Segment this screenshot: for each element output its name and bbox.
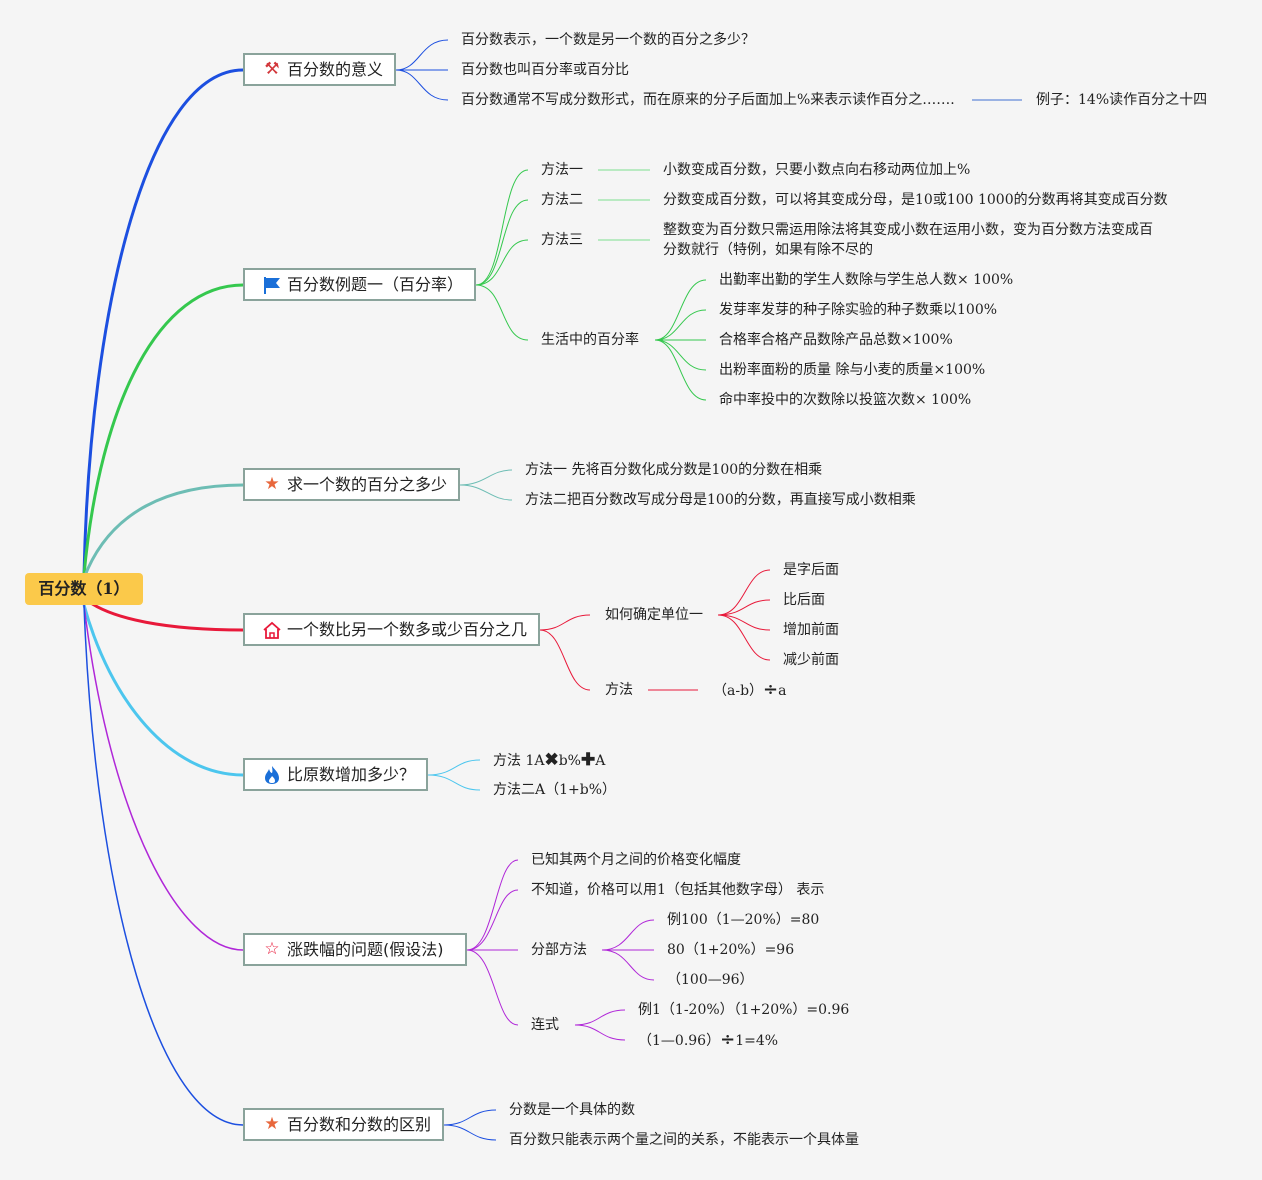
part-item: 80（1+20%）=96 bbox=[667, 942, 795, 958]
star-icon: ★ bbox=[264, 474, 280, 494]
find-percent-item: 方法一 先将百分数化成分数是100的分数在相乘 bbox=[525, 462, 823, 478]
unit-item: 增加前面 bbox=[783, 622, 839, 638]
link-root-t3 bbox=[83, 596, 244, 632]
topic-fluctuation[interactable]: ☆ 涨跌幅的问题(假设法) bbox=[243, 933, 467, 966]
chain-label: 连式 bbox=[531, 1017, 559, 1033]
unit-item: 比后面 bbox=[783, 592, 825, 608]
part-item: （100—96） bbox=[667, 972, 754, 988]
flag-icon bbox=[261, 270, 283, 299]
topic-label: 涨跌幅的问题(假设法) bbox=[287, 940, 444, 959]
divide-icon: ÷ bbox=[763, 679, 779, 700]
link-root-t5 bbox=[83, 604, 244, 951]
link-root-t0 bbox=[82, 68, 244, 576]
unit-item: 是字后面 bbox=[783, 562, 839, 578]
multiply-icon: ✖ bbox=[544, 750, 559, 770]
fluctuation-item: 已知其两个月之间的价格变化幅度 bbox=[531, 852, 741, 868]
tools-icon: ⚒ bbox=[264, 59, 280, 79]
life-item: 合格率合格产品数除产品总数×100% bbox=[719, 332, 953, 348]
star-icon: ★ bbox=[264, 1114, 280, 1134]
method-text: 整数变为百分数只需运用除法将其变成小数在运用小数，变为百分数方法变成百分数就行（… bbox=[663, 222, 1153, 258]
fire-icon bbox=[261, 760, 283, 789]
topic-label: 百分数和分数的区别 bbox=[287, 1115, 432, 1134]
link-root-t1 bbox=[82, 283, 244, 576]
plus-icon: ✚ bbox=[580, 750, 596, 770]
link-root-t2 bbox=[82, 483, 244, 579]
method-text: 分数变成百分数，可以将其变成分母，是10或100 1000的分数再将其变成百分数 bbox=[663, 192, 1168, 208]
meaning-example: 例子：14%读作百分之十四 bbox=[1036, 92, 1208, 108]
method-label: 方法二 bbox=[541, 192, 583, 208]
life-item: 发芽率发芽的种子除实验的种子数乘以100% bbox=[719, 302, 998, 318]
root-node[interactable]: 百分数（1） bbox=[25, 573, 143, 605]
increase-method-2: 方法二A（1+b%） bbox=[493, 782, 617, 798]
method-formula: （a-b）÷a bbox=[713, 679, 787, 700]
topic-label: 百分数的意义 bbox=[287, 60, 384, 79]
find-percent-item: 方法二把百分数改写成分母是100的分数，再直接写成小数相乘 bbox=[525, 492, 916, 508]
chain-item: （1—0.96）÷1=4% bbox=[638, 1029, 779, 1050]
meaning-item: 百分数表示，一个数是另一个数的百分之多少？ bbox=[461, 32, 755, 48]
life-item: 命中率投中的次数除以投篮次数× 100% bbox=[719, 392, 972, 408]
meaning-item: 百分数也叫百分率或百分比 bbox=[461, 62, 629, 78]
difference-item: 百分数只能表示两个量之间的关系，不能表示一个具体量 bbox=[509, 1132, 859, 1148]
meaning-item: 百分数通常不写成分数形式，而在原来的分子后面加上%来表示读作百分之……. bbox=[461, 92, 955, 108]
link-root-t6 bbox=[83, 604, 244, 1126]
topic-percentage-rate[interactable]: 百分数例题一（百分率） bbox=[243, 268, 476, 301]
life-item: 出粉率面粉的质量 除与小麦的质量×100% bbox=[719, 362, 986, 378]
method-label: 方法一 bbox=[541, 162, 583, 178]
part-label: 分部方法 bbox=[531, 942, 587, 958]
method-label: 方法三 bbox=[541, 232, 583, 248]
increase-method-1: 方法 1A✖b%✚A bbox=[493, 750, 606, 770]
house-icon bbox=[261, 615, 283, 644]
unit-label: 如何确定单位一 bbox=[605, 607, 703, 623]
topic-difference[interactable]: ★ 百分数和分数的区别 bbox=[243, 1108, 444, 1141]
life-item: 出勤率出勤的学生人数除与学生总人数× 100% bbox=[719, 272, 1014, 288]
method-label: 方法 bbox=[605, 682, 633, 698]
method-text: 小数变成百分数，只要小数点向右移动两位加上% bbox=[663, 162, 971, 178]
unit-item: 减少前面 bbox=[783, 652, 839, 668]
topic-label: 求一个数的百分之多少 bbox=[287, 475, 448, 494]
part-item: 例100（1—20%）=80 bbox=[667, 912, 820, 928]
topic-label: 一个数比另一个数多或少百分之几 bbox=[287, 620, 528, 639]
topic-label: 百分数例题一（百分率） bbox=[287, 275, 464, 294]
topic-increase[interactable]: 比原数增加多少？ bbox=[243, 758, 428, 791]
life-label: 生活中的百分率 bbox=[541, 332, 639, 348]
topic-meaning[interactable]: ⚒ 百分数的意义 bbox=[243, 53, 396, 86]
topic-label: 比原数增加多少？ bbox=[287, 765, 416, 784]
divide-icon: ÷ bbox=[720, 1029, 736, 1050]
fluctuation-item: 不知道，价格可以用1（包括其他数字母） 表示 bbox=[531, 882, 825, 898]
difference-item: 分数是一个具体的数 bbox=[509, 1102, 635, 1118]
chain-item: 例1（1-20%）（1+20%）=0.96 bbox=[638, 1002, 850, 1018]
topic-more-or-less[interactable]: 一个数比另一个数多或少百分之几 bbox=[243, 613, 540, 646]
topic-find-percent[interactable]: ★ 求一个数的百分之多少 bbox=[243, 468, 460, 501]
star-outline-icon: ☆ bbox=[264, 939, 280, 959]
link-root-t4 bbox=[82, 604, 244, 777]
